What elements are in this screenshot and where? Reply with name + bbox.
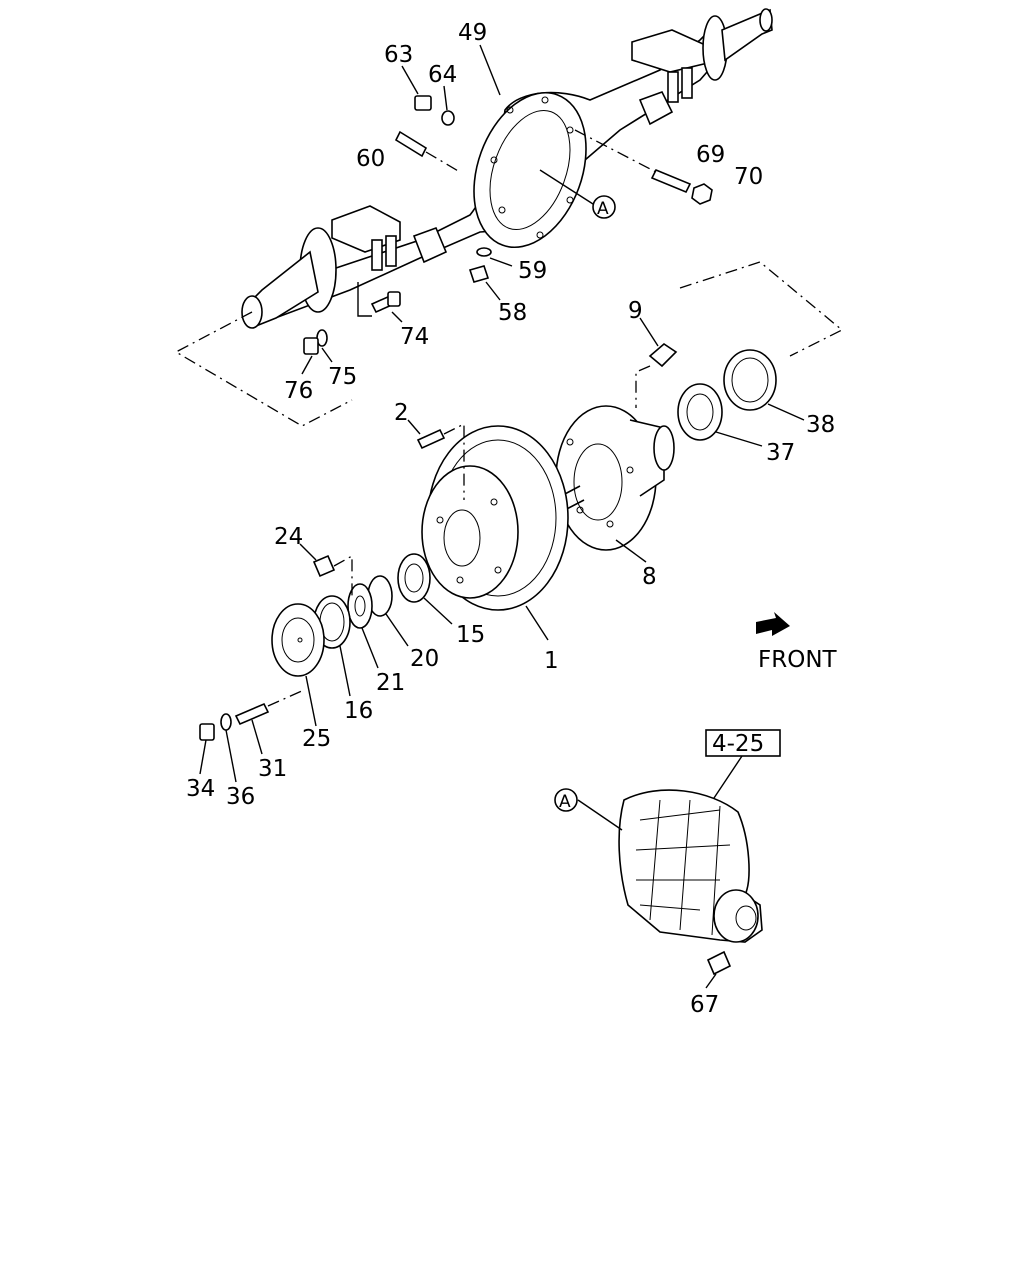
label-59: 59 — [518, 258, 547, 284]
label-70: 70 — [734, 164, 763, 190]
label-16: 16 — [344, 698, 373, 724]
label-67: 67 — [690, 992, 719, 1018]
axle-housing — [241, 8, 773, 329]
front-arrow: FRONT — [756, 612, 838, 673]
label-2: 2 — [394, 400, 409, 426]
label-25: 25 — [302, 726, 331, 752]
callout-a-circle-bottom — [554, 788, 578, 812]
label-24: 24 — [274, 524, 303, 550]
label-38: 38 — [806, 412, 835, 438]
ref-box-frame — [705, 729, 781, 757]
label-75: 75 — [328, 364, 357, 390]
label-20: 20 — [410, 646, 439, 672]
label-8: 8 — [642, 564, 657, 590]
label-37: 37 — [766, 440, 795, 466]
label-69: 69 — [696, 142, 725, 168]
label-49: 49 — [458, 20, 487, 46]
differential-carrier: 4-25 — [577, 729, 781, 989]
label-34: 34 — [186, 776, 215, 802]
front-label: FRONT — [758, 647, 838, 673]
label-76: 76 — [284, 378, 313, 404]
callout-a-text-top: A — [597, 199, 609, 219]
ref-box-label: 4-25 — [712, 731, 764, 757]
hub-assembly — [199, 317, 805, 783]
label-21: 21 — [376, 670, 405, 696]
label-60: 60 — [356, 146, 385, 172]
label-74: 74 — [400, 324, 429, 350]
label-64: 64 — [428, 62, 457, 88]
callout-a-text-bottom: A — [559, 792, 571, 812]
part-labels: 49 63 64 60 69 70 59 58 74 75 76 9 38 37… — [186, 20, 835, 1018]
housing-fasteners — [301, 65, 713, 375]
assembly-reference-lines — [174, 261, 844, 427]
label-36: 36 — [226, 784, 255, 810]
label-31: 31 — [258, 756, 287, 782]
label-9: 9 — [628, 298, 643, 324]
label-15: 15 — [456, 622, 485, 648]
callout-a-markers: A A — [539, 169, 616, 812]
label-63: 63 — [384, 42, 413, 68]
callout-a-circle-top — [592, 195, 616, 219]
label-1: 1 — [544, 648, 559, 674]
label-58: 58 — [498, 300, 527, 326]
